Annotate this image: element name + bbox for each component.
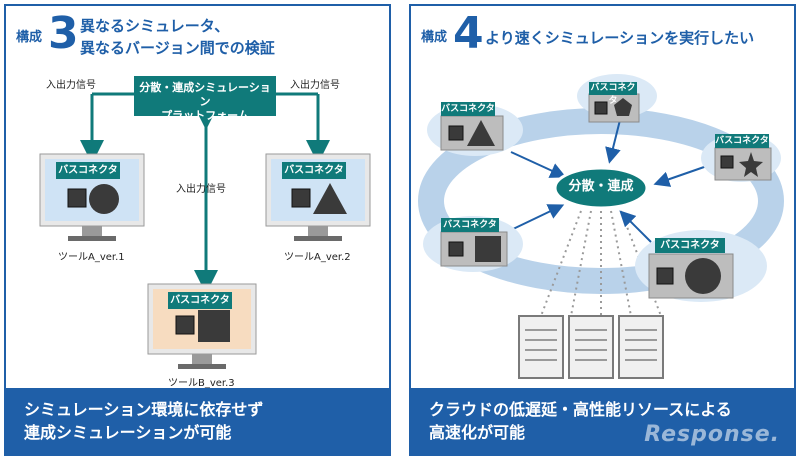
monitor-a2-base: [294, 236, 342, 241]
footer-line-2: 連成シミュレーションが可能: [24, 423, 232, 442]
footer-line-2: 高速化が可能: [429, 423, 526, 442]
panel-header: 構成 3 異なるシミュレータ、 異なるバージョン間での検証: [6, 6, 389, 72]
io-label-right: 入出力信号: [290, 80, 340, 91]
watermark-logo: Response.: [644, 422, 780, 447]
monitor-a2-neck: [308, 226, 328, 236]
square-shape: [475, 236, 501, 262]
hub-label: 分散・連成: [568, 179, 634, 194]
panel-header: 構成 4 より速くシミュレーションを実行したい: [411, 6, 794, 72]
tool-b3-label: ツールB_ver.3: [168, 378, 235, 389]
footer-line-1: シミュレーション環境に依存せず: [24, 400, 264, 419]
config-prefix: 構成: [421, 30, 448, 45]
bus-connector-top-left: バスコネクタ: [441, 102, 495, 116]
hub-ellipse: [553, 166, 649, 210]
chip-icon-a1: [67, 188, 87, 208]
pentagon-shape: [614, 98, 632, 116]
config-number: 4: [453, 8, 484, 59]
tool-a1-label: ツールA_ver.1: [58, 252, 125, 263]
chip-icon-b3: [175, 315, 195, 335]
io-label-center: 入出力信号: [176, 184, 226, 195]
bus-connector-b3: バスコネクタ: [168, 292, 232, 309]
chip-icon-a2: [291, 188, 311, 208]
server-rack: [518, 315, 664, 379]
square-shape-b3: [198, 310, 230, 342]
config-prefix: 構成: [16, 30, 43, 45]
config-number: 3: [48, 8, 79, 59]
hub-line-2: プラットフォーム: [161, 109, 249, 122]
bus-connector-bottom-right: バスコネクタ: [655, 238, 725, 253]
tool-a2-label: ツールA_ver.2: [284, 252, 351, 263]
arrow-top-left: [510, 151, 567, 178]
circle-shape: [685, 258, 721, 294]
bus-connector-top: バスコネクタ: [589, 82, 637, 106]
footer-banner: シミュレーション環境に依存せず 連成シミュレーションが可能: [6, 388, 389, 454]
bus-connector-a2: バスコネクタ: [282, 162, 346, 179]
monitor-b3-neck: [192, 354, 212, 364]
triangle-shape-a2: [313, 183, 347, 214]
chip-icon-4: [448, 241, 464, 257]
arrow-bottom-left: [510, 204, 565, 231]
chip-icon-1: [448, 125, 464, 141]
monitor-a1-neck: [82, 226, 102, 236]
monitor-b3-base: [178, 364, 226, 369]
circle-shape-a1: [89, 184, 119, 214]
triangle-shape: [467, 120, 495, 146]
chip-icon-3: [720, 155, 734, 169]
star-shape: [739, 152, 763, 177]
platform-hub: 分散・連成シミュレーション プラットフォーム: [134, 76, 276, 122]
title: より速くシミュレーションを実行したい: [485, 29, 755, 47]
arrow-bottom-right: [619, 210, 652, 243]
bus-connector-bottom-left: バスコネクタ: [441, 218, 499, 232]
monitor-a1-base: [68, 236, 116, 241]
arrow-top: [605, 115, 622, 164]
title-line-1: 異なるシミュレータ、: [80, 17, 230, 35]
cloud-diagram: [418, 74, 784, 379]
panel-config-4: 構成 4 より速くシミュレーションを実行したい: [409, 4, 796, 456]
server-links: [540, 210, 662, 317]
arrow-right: [653, 165, 708, 187]
panel-config-3: 構成 3 異なるシミュレータ、 異なるバージョン間での検証: [4, 4, 391, 456]
bus-connector-right: バスコネクタ: [715, 134, 769, 148]
io-label-left: 入出力信号: [46, 80, 96, 91]
footer-line-1: クラウドの低遅延・高性能リソースによる: [429, 400, 732, 419]
title-line-2: 異なるバージョン間での検証: [80, 39, 275, 57]
chip-icon-5: [656, 267, 674, 285]
bus-connector-a1: バスコネクタ: [56, 162, 120, 179]
hub-line-1: 分散・連成シミュレーション: [139, 81, 271, 108]
chip-icon-2: [594, 101, 608, 115]
footer-banner: クラウドの低遅延・高性能リソースによる 高速化が可能 Response.: [411, 388, 794, 454]
